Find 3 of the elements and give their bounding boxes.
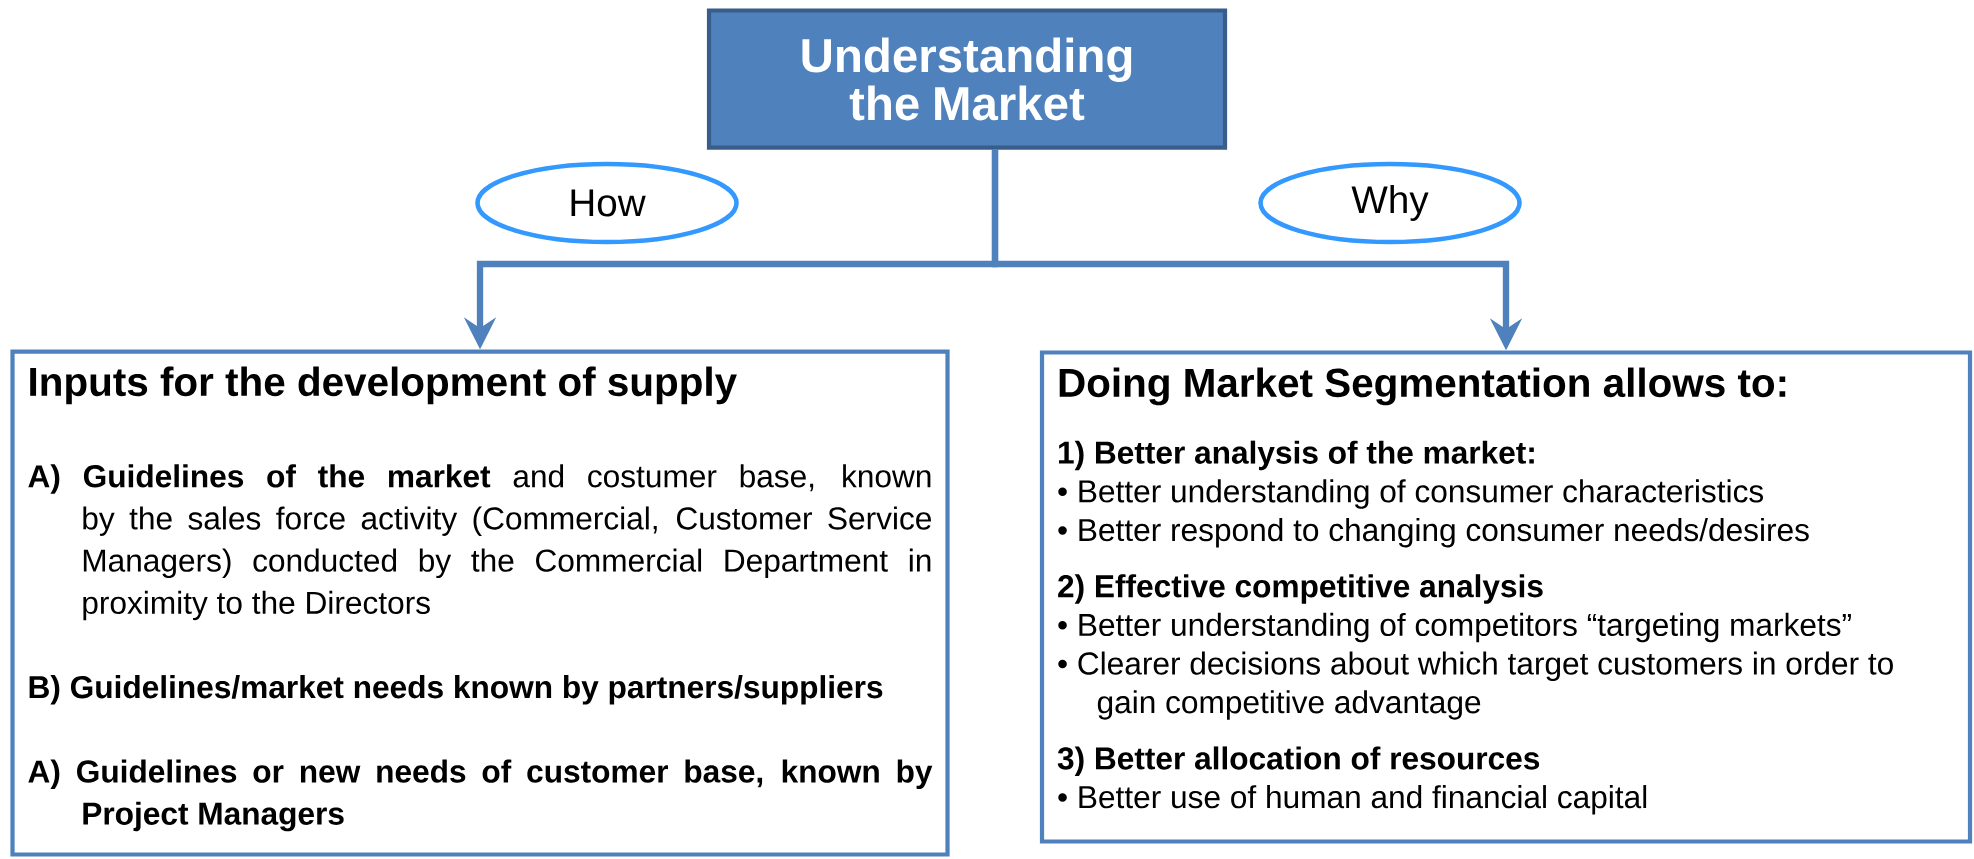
title-box: Understanding the Market xyxy=(706,8,1228,150)
text-panel: Inputs for the development of supply A) Guidelines of the market and costumer base, known by the sales force activity (Commercial, Customer Service Managers) conducted by the Commercial Department in proximity to the Directors B) Guidelines/market needs known by partners/suppliers A) Guidelines or new needs of customer base, known by Project Managers xyxy=(10,349,950,857)
text-panel: Doing Market Segmentation allows to: 1) Better analysis of the market: • Better understanding of consumer characteristics • Better respond to changing consumer needs/desires 2) Effective competitive analysis • Better understanding of competitors “targeting markets” • Clearer decisions about which target customers in order to gain competitive advantage 3) Better allocation of resources • Better use of human and financial capital xyxy=(1039,350,1973,844)
